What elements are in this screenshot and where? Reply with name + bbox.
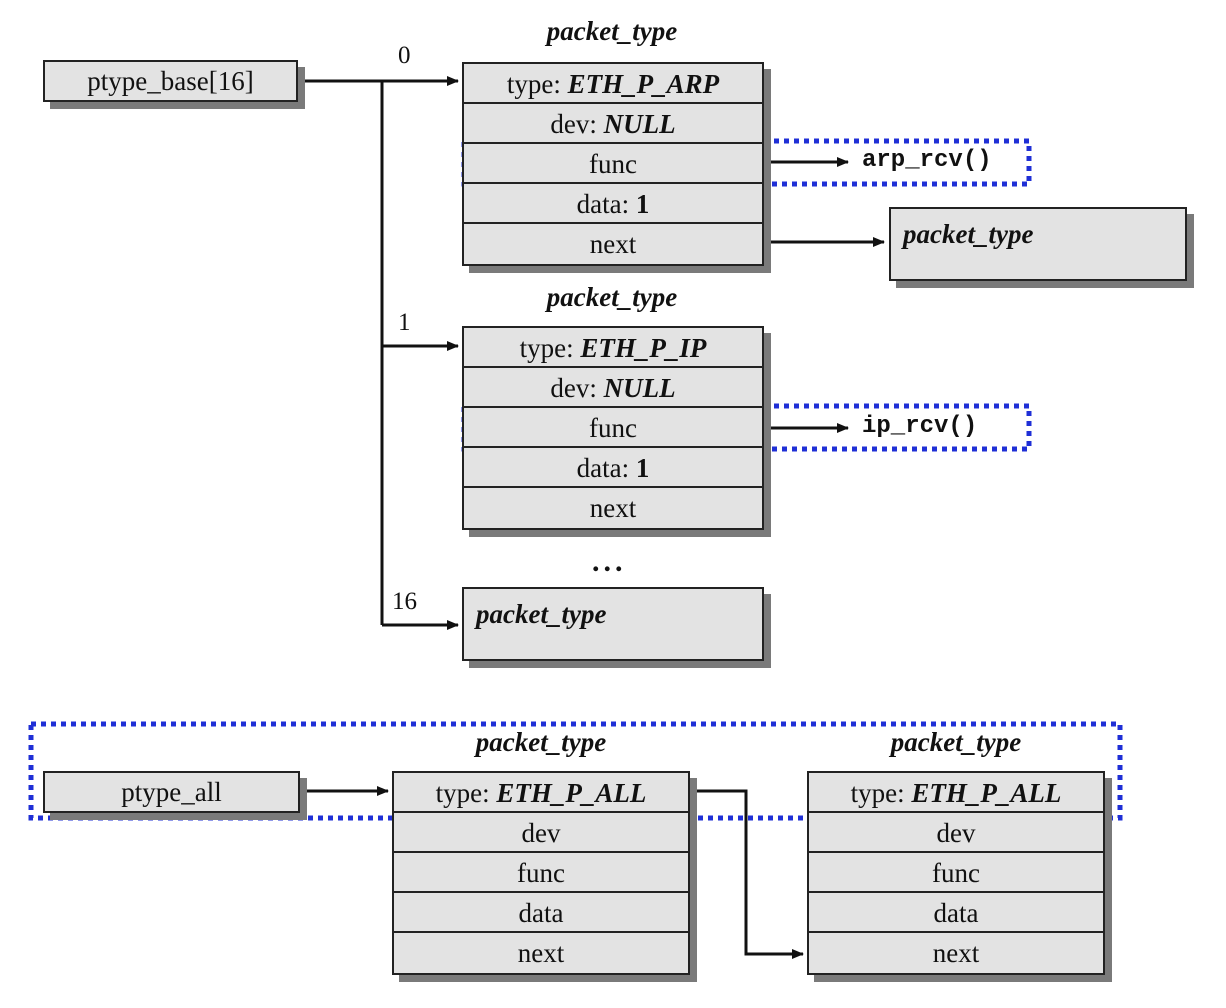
last-packet-type-box: packet_type [462,587,764,661]
arp-packet-type-struct: type: ETH_P_ARP dev: NULL func data: 1 n… [462,62,764,266]
ptype-all-label: ptype_all [121,777,222,807]
arp-type-value: ETH_P_ARP [567,69,720,99]
arp-rcv-function: arp_rcv() [862,147,992,174]
ip-dev-value: NULL [603,373,676,403]
index-0-label: 0 [398,42,411,69]
arp-dev-prefix: dev: [550,109,604,139]
all2-type-field: type: ETH_P_ALL [809,773,1103,813]
ip-func-field: func [464,408,762,448]
arp-type-prefix: type: [506,69,568,99]
ip-data-field: data: 1 [464,448,762,488]
next-packet-type-title: packet_type [903,219,1034,249]
all2-data-field: data [809,893,1103,933]
ip-dev-prefix: dev: [550,373,604,403]
arp-func-field: func [464,144,762,184]
all-struct-1-title: packet_type [475,727,607,757]
all1-data-field: data [394,893,688,933]
all-packet-type-struct-2: type: ETH_P_ALL dev func data next [807,771,1105,975]
ip-dev-field: dev: NULL [464,368,762,408]
arp-dev-value: NULL [603,109,676,139]
ip-data-value: 1 [635,453,650,483]
last-packet-type-title: packet_type [476,599,607,629]
arp-data-prefix: data: [576,189,636,219]
all1-dev-field: dev [394,813,688,853]
arp-data-value: 1 [635,189,650,219]
all2-next-field: next [932,938,980,968]
all1-next-field: next [517,938,565,968]
index-16-label: 16 [392,588,417,615]
ip-type-prefix: type: [519,333,581,363]
ip-rcv-function: ip_rcv() [862,413,978,440]
all2-type-prefix: type: [850,778,912,808]
ptype-all-highlight [28,721,1123,821]
all2-dev-field: dev [809,813,1103,853]
ip-type-value: ETH_P_IP [580,333,707,363]
arp-dev-field: dev: NULL [464,104,762,144]
all-struct-2-title: packet_type [890,727,1022,757]
all-next-arrow [688,789,804,959]
ptype-all-box: ptype_all [43,771,300,813]
ellipsis: ... [592,545,627,578]
ptype-base-box: ptype_base[16] [43,60,298,102]
index-1-label: 1 [398,309,411,336]
arp-type-field: type: ETH_P_ARP [464,64,762,104]
all1-func-field: func [394,853,688,893]
ip-data-prefix: data: [576,453,636,483]
next-packet-type-box: packet_type [889,207,1187,281]
all1-type-prefix: type: [435,778,497,808]
ip-next-field: next [589,493,637,523]
all2-type-value: ETH_P_ALL [911,778,1062,808]
arp-data-field: data: 1 [464,184,762,224]
all1-type-field: type: ETH_P_ALL [394,773,688,813]
ip-struct-title: packet_type [546,282,678,312]
arp-struct-title: packet_type [546,16,678,46]
arp-next-field: next [589,229,637,259]
ip-type-field: type: ETH_P_IP [464,328,762,368]
ip-packet-type-struct: type: ETH_P_IP dev: NULL func data: 1 ne… [462,326,764,530]
all-packet-type-struct-1: type: ETH_P_ALL dev func data next [392,771,690,975]
ptype-base-label: ptype_base[16] [87,66,254,96]
all1-type-value: ETH_P_ALL [496,778,647,808]
all2-func-field: func [809,853,1103,893]
